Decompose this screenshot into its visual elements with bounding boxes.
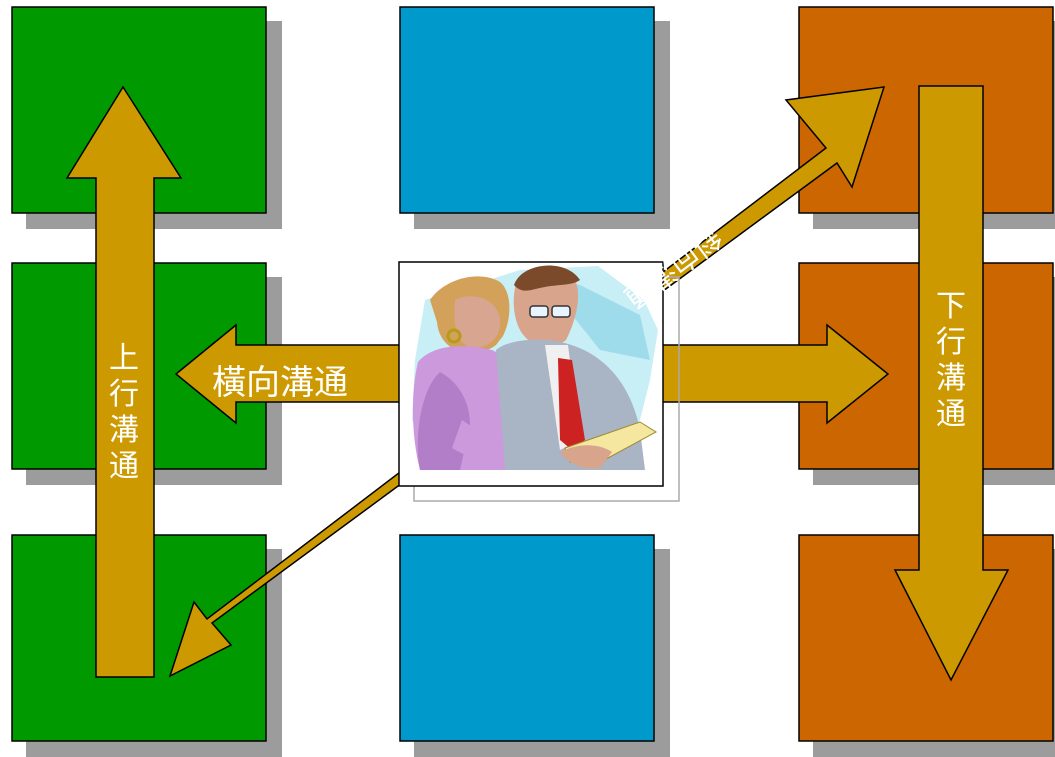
business-people-clipart: [398, 261, 680, 502]
horizontal-communication-label: 橫向溝通: [212, 363, 348, 403]
downward-label-char-3: 溝: [936, 361, 966, 396]
downward-label-char-4: 通: [936, 397, 966, 432]
downward-arrow: [893, 85, 1010, 682]
blue-box-top: [399, 6, 655, 214]
downward-label-char-1: 下: [936, 289, 966, 324]
upward-label-char-2: 行: [109, 377, 139, 412]
upward-label-char-4: 通: [109, 449, 139, 484]
upward-communication-label: 上 行 溝 通: [109, 341, 139, 484]
upward-label-char-3: 溝: [109, 413, 139, 448]
upward-arrow: [65, 85, 183, 678]
downward-label-char-2: 行: [936, 325, 966, 360]
downward-communication-label: 下 行 溝 通: [936, 289, 966, 432]
blue-box-bottom: [399, 534, 655, 742]
upward-label-char-1: 上: [109, 341, 139, 376]
middle-column-boxes: [399, 6, 655, 742]
